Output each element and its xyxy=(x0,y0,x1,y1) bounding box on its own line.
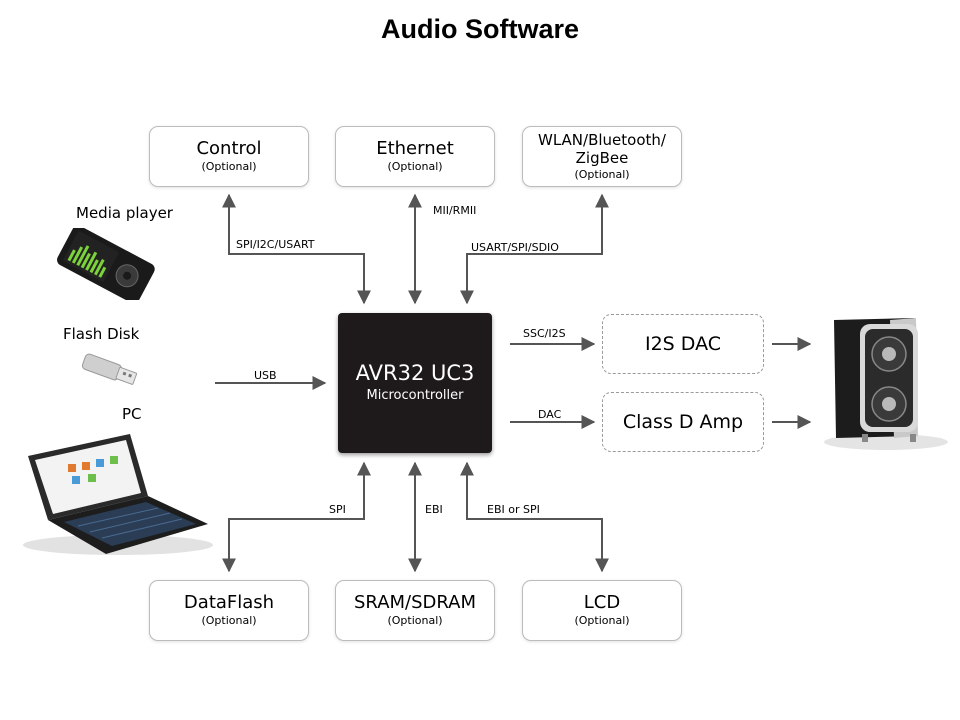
ethernet-block: Ethernet (Optional) xyxy=(335,126,495,187)
mcu-name: AVR32 UC3 xyxy=(355,361,475,385)
media-player-label: Media player xyxy=(76,204,173,222)
dataflash-block: DataFlash (Optional) xyxy=(149,580,309,641)
wireless-title-line2: ZigBee xyxy=(575,149,629,167)
bus-label-sram: EBI xyxy=(425,503,443,516)
dataflash-title: DataFlash xyxy=(183,592,275,613)
pc-label: PC xyxy=(122,405,142,423)
bus-label-usb: USB xyxy=(254,369,277,382)
dataflash-optional: (Optional) xyxy=(201,614,257,627)
lcd-block: LCD (Optional) xyxy=(522,580,682,641)
flash-disk-label: Flash Disk xyxy=(63,325,140,343)
class-d-amp-title: Class D Amp xyxy=(622,411,744,433)
control-optional: (Optional) xyxy=(201,160,257,173)
bus-label-control: SPI/I2C/USART xyxy=(236,238,315,251)
media-player-icon xyxy=(57,228,155,300)
mcu-subtitle: Microcontroller xyxy=(366,388,464,403)
ethernet-title: Ethernet xyxy=(376,138,454,159)
sram-block: SRAM/SDRAM (Optional) xyxy=(335,580,495,641)
bus-label-ethernet: MII/RMII xyxy=(433,204,477,217)
i2s-dac-title: I2S DAC xyxy=(644,333,722,355)
wireless-block: WLAN/Bluetooth/ ZigBee (Optional) xyxy=(522,126,682,187)
bus-label-lcd: EBI or SPI xyxy=(487,503,540,516)
control-link xyxy=(222,193,371,305)
wireless-optional: (Optional) xyxy=(574,168,630,181)
dataflash-link xyxy=(222,461,371,573)
bus-label-dac: DAC xyxy=(538,408,562,421)
i2s-dac-block: I2S DAC xyxy=(602,314,764,374)
control-block: Control (Optional) xyxy=(149,126,309,187)
ethernet-optional: (Optional) xyxy=(387,160,443,173)
bus-label-ssc: SSC/I2S xyxy=(523,327,566,340)
control-title: Control xyxy=(196,138,262,159)
bus-label-dataflash: SPI xyxy=(329,503,346,516)
page-title: Audio Software xyxy=(380,14,579,44)
speaker-icon xyxy=(824,318,948,450)
class-d-amp-block: Class D Amp xyxy=(602,392,764,452)
wireless-title-line1: WLAN/Bluetooth/ xyxy=(538,131,666,149)
lcd-link xyxy=(460,461,609,573)
sram-title: SRAM/SDRAM xyxy=(353,592,477,613)
pc-laptop-icon xyxy=(23,434,213,555)
bus-label-wireless: USART/SPI/SDIO xyxy=(471,241,559,254)
wireless-link xyxy=(460,193,609,305)
mcu-block: AVR32 UC3 Microcontroller xyxy=(338,313,492,453)
lcd-optional: (Optional) xyxy=(574,614,630,627)
usb-flash-disk-icon xyxy=(81,353,138,385)
sram-optional: (Optional) xyxy=(387,614,443,627)
lcd-title: LCD xyxy=(583,592,621,613)
